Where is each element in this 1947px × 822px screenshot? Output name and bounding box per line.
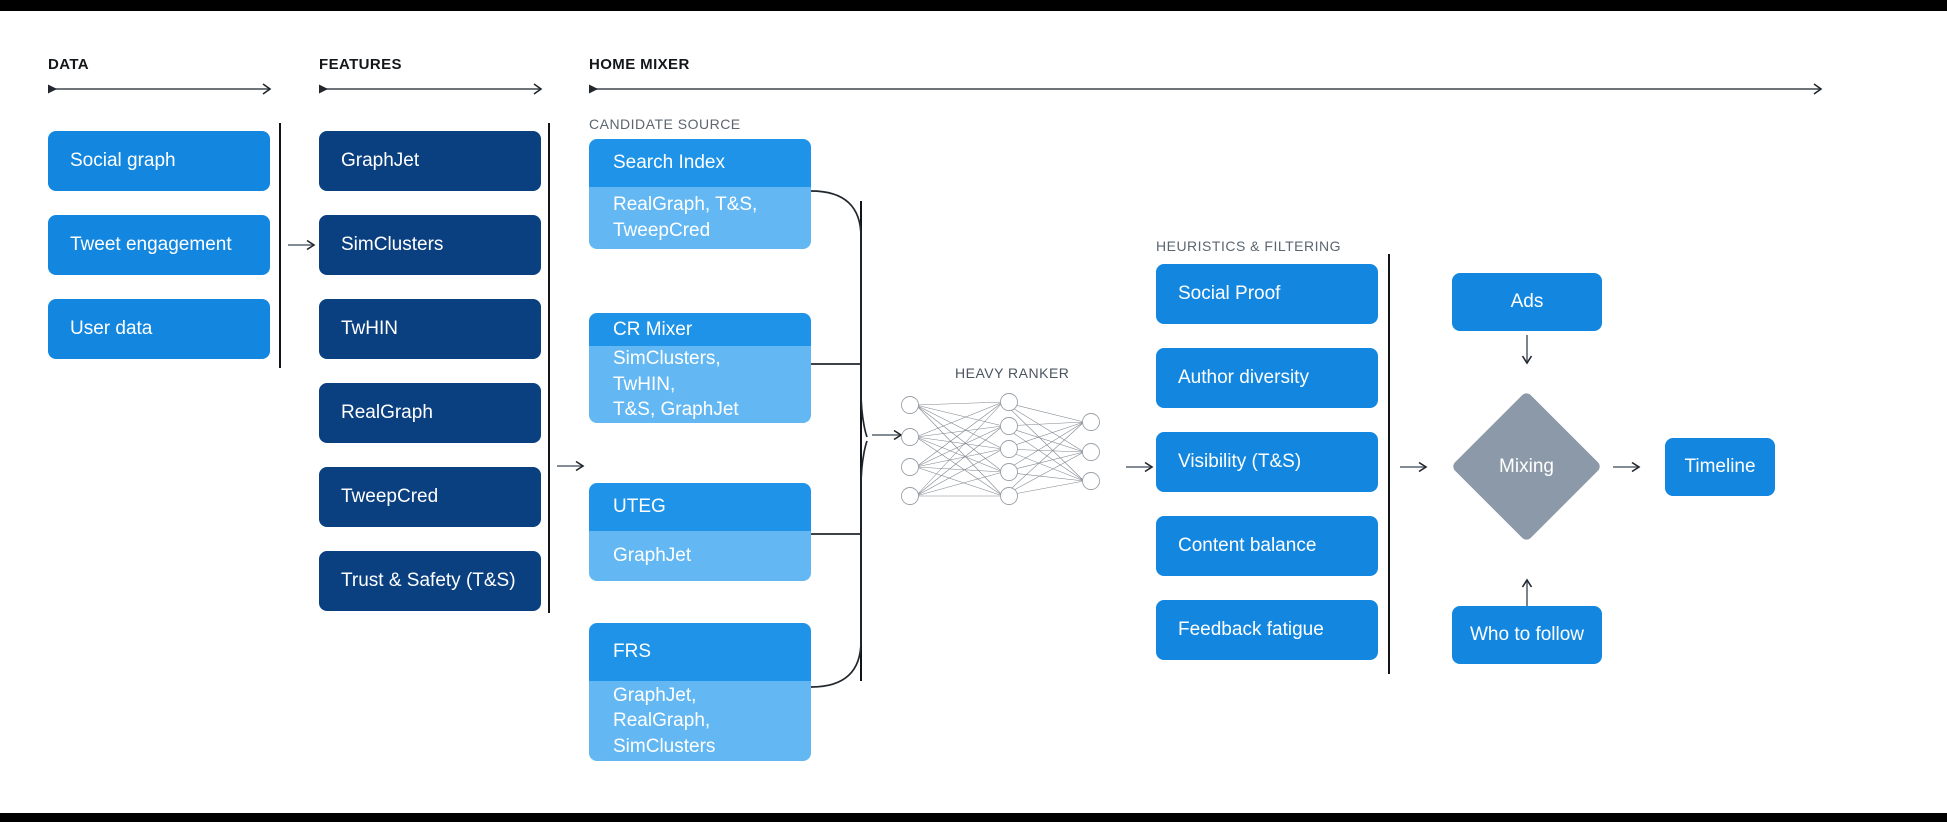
heuristic-item-author-diversity[interactable]: Author diversity bbox=[1156, 348, 1378, 408]
candidate-source-card-search-index[interactable]: Search Index RealGraph, T&S, TweepCred bbox=[589, 139, 811, 249]
section-title-data: DATA bbox=[48, 56, 90, 73]
arrow-data-to-features bbox=[288, 239, 318, 251]
section-title-features: FEATURES bbox=[319, 56, 402, 73]
mixing-label: Mixing bbox=[1499, 455, 1554, 477]
heuristic-item-content-balance[interactable]: Content balance bbox=[1156, 516, 1378, 576]
candidate-source-name: Search Index bbox=[589, 139, 811, 187]
candidate-source-features: SimClusters, TwHIN, T&S, GraphJet bbox=[589, 346, 811, 423]
candidate-source-card-cr-mixer[interactable]: CR Mixer SimClusters, TwHIN, T&S, GraphJ… bbox=[589, 313, 811, 423]
candidate-source-name: UTEG bbox=[589, 483, 811, 531]
divider-heuristics-mixing bbox=[1388, 254, 1390, 674]
divider-candidate-ranker bbox=[860, 201, 862, 681]
data-item-user-data[interactable]: User data bbox=[48, 299, 270, 359]
data-item-social-graph[interactable]: Social graph bbox=[48, 131, 270, 191]
column-label-heuristics: HEURISTICS & FILTERING bbox=[1156, 238, 1341, 254]
arrow-heuristics-to-mixing bbox=[1400, 461, 1430, 473]
letterbox-bottom bbox=[0, 813, 1947, 822]
heavy-ranker-neural-network bbox=[898, 389, 1108, 509]
arrow-mixing-to-timeline bbox=[1613, 461, 1643, 473]
data-item-tweet-engagement[interactable]: Tweet engagement bbox=[48, 215, 270, 275]
mixing-node[interactable]: Mixing bbox=[1450, 390, 1603, 543]
section-title-home-mixer: HOME MIXER bbox=[589, 56, 690, 73]
candidate-source-features: RealGraph, T&S, TweepCred bbox=[589, 187, 811, 249]
column-label-candidate-source: CANDIDATE SOURCE bbox=[589, 116, 741, 132]
candidate-source-name: CR Mixer bbox=[589, 313, 811, 347]
heuristic-item-visibility[interactable]: Visibility (T&S) bbox=[1156, 432, 1378, 492]
feature-item-realgraph[interactable]: RealGraph bbox=[319, 383, 541, 443]
output-card-ads[interactable]: Ads bbox=[1452, 273, 1602, 331]
section-arrow-features bbox=[319, 83, 543, 95]
feature-item-graphjet[interactable]: GraphJet bbox=[319, 131, 541, 191]
candidate-source-card-frs[interactable]: FRS GraphJet, RealGraph, SimClusters bbox=[589, 623, 811, 761]
section-arrow-data bbox=[48, 83, 272, 95]
arrow-who-to-follow-to-mixing bbox=[1521, 576, 1533, 608]
divider-features-home-mixer bbox=[548, 123, 550, 613]
feature-item-tweepcred[interactable]: TweepCred bbox=[319, 467, 541, 527]
arrow-heavy-ranker-to-heuristics bbox=[1126, 461, 1156, 473]
feature-item-simclusters[interactable]: SimClusters bbox=[319, 215, 541, 275]
letterbox-top bbox=[0, 0, 1947, 11]
arrow-features-to-candidate-source bbox=[557, 460, 587, 472]
section-arrow-home-mixer bbox=[589, 83, 1823, 95]
candidate-source-card-uteg[interactable]: UTEG GraphJet bbox=[589, 483, 811, 581]
candidate-source-features: GraphJet bbox=[589, 531, 811, 581]
feature-item-twhin[interactable]: TwHIN bbox=[319, 299, 541, 359]
heuristic-item-feedback-fatigue[interactable]: Feedback fatigue bbox=[1156, 600, 1378, 660]
arrow-candidate-source-to-heavy-ranker bbox=[872, 429, 906, 441]
output-card-timeline[interactable]: Timeline bbox=[1665, 438, 1775, 496]
heuristic-item-social-proof[interactable]: Social Proof bbox=[1156, 264, 1378, 324]
feature-item-trust-safety[interactable]: Trust & Safety (T&S) bbox=[319, 551, 541, 611]
arrow-ads-to-mixing bbox=[1521, 335, 1533, 367]
candidate-source-name: FRS bbox=[589, 623, 811, 681]
candidate-source-features: GraphJet, RealGraph, SimClusters bbox=[589, 681, 811, 761]
candidate-source-merge-bracket bbox=[810, 189, 869, 689]
output-card-who-to-follow[interactable]: Who to follow bbox=[1452, 606, 1602, 664]
column-label-heavy-ranker: HEAVY RANKER bbox=[955, 365, 1070, 381]
diagram-canvas: DATA FEATURES HOME MIXER CANDIDATE SOURC… bbox=[0, 11, 1947, 813]
divider-data-features bbox=[279, 123, 281, 368]
